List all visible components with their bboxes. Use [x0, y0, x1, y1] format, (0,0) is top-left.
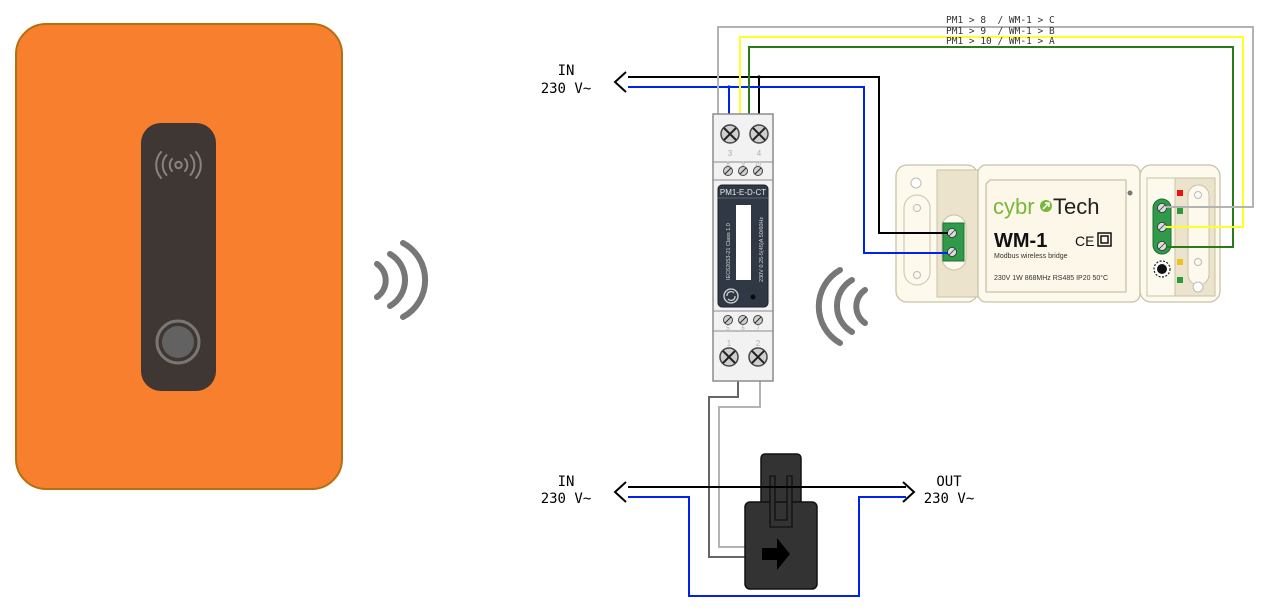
- bridge-specs: 230V 1W 868MHz RS485 IP20 50°C: [994, 274, 1108, 282]
- bottom-out-label: OUT: [936, 474, 962, 490]
- current-transformer: [628, 453, 906, 590]
- ce-mark: CE: [1075, 233, 1094, 249]
- wireless-signal-left-icon: [815, 267, 868, 346]
- meter-model: PM1-E-D-CT: [720, 188, 766, 197]
- ct-direction-arrow-icon: [762, 538, 790, 570]
- meter-led: [750, 294, 756, 300]
- round-button-icon[interactable]: [155, 319, 201, 365]
- arrow-in-top-icon: [613, 71, 627, 93]
- arrow-in-bottom-icon: [613, 481, 627, 503]
- led-green-2: [1177, 277, 1183, 283]
- connector-arrows: [613, 71, 916, 503]
- wire-ct-dark: [708, 380, 750, 558]
- wireless-signal-right-icon: [374, 240, 429, 320]
- led-red: [1177, 190, 1183, 196]
- meter-spec-left: IEC62053-21 Class 1.0: [726, 223, 732, 280]
- bottom-out-voltage: 230 V~: [924, 491, 975, 507]
- brand-arrow-icon: [1040, 200, 1052, 212]
- rfid-signal-icon: [155, 151, 202, 179]
- small-terminals-bottom: [723, 315, 763, 325]
- terminal-2: [748, 347, 768, 367]
- power-meter: 3 4 8 9 10 PM1-E-D-CT IEC62053-21 Class …: [712, 113, 774, 382]
- top-in-label: IN: [558, 63, 575, 79]
- bridge-brand-a: cybr: [993, 194, 1035, 219]
- charger-panel: [141, 123, 216, 391]
- meter-spec-right: 230V 0.25-5(45)A 50/60Hz: [759, 217, 765, 282]
- wire-label-c: PM1 > 8 / WM-1 > C: [946, 15, 1055, 26]
- meter-display: [736, 205, 751, 280]
- bridge-brand-b: Tech: [1053, 194, 1099, 219]
- terminal-label-8: 8: [726, 162, 730, 168]
- bridge-screw-r: [1157, 203, 1167, 251]
- led-green-1: [1177, 208, 1183, 214]
- double-insulation-icon: [1097, 232, 1112, 247]
- terminal-label-9: 9: [741, 162, 745, 168]
- terminal-label-3: 3: [728, 149, 733, 158]
- terminal-label-4: 4: [757, 149, 762, 158]
- arrow-out-bottom-icon: [902, 481, 916, 503]
- wire-ct-light: [718, 380, 761, 548]
- bridge-description: Modbus wireless bridge: [994, 253, 1068, 260]
- wire-label-a: PM1 > 10 / WM-1 > A: [946, 36, 1055, 47]
- terminal-label-10: 10: [755, 162, 762, 168]
- wire-label-b: PM1 > 9 / WM-1 > B: [946, 26, 1055, 37]
- wire-neutral-through: [628, 496, 906, 597]
- top-in-voltage: 230 V~: [541, 81, 592, 97]
- meter-logo-icon: [723, 288, 739, 304]
- pair-button-icon[interactable]: [1153, 260, 1171, 278]
- wm1-bridge: cybr Tech WM-1 CE Modbus wireless bridge…: [864, 164, 1253, 303]
- led-yellow: [1177, 259, 1183, 265]
- terminal-label-2: 2: [756, 339, 761, 348]
- terminal-4: [749, 124, 769, 144]
- terminal-label-7: 7: [756, 326, 760, 332]
- terminal-label-6: 6: [741, 326, 745, 332]
- bottom-in-label: IN: [558, 474, 575, 490]
- terminal-label-5: 5: [726, 326, 730, 332]
- terminal-3: [720, 124, 740, 144]
- bridge-model: WM-1: [994, 230, 1047, 252]
- bottom-in-voltage: 230 V~: [541, 491, 592, 507]
- ev-charger: [15, 23, 343, 490]
- small-terminals-top: [723, 166, 763, 176]
- bridge-screw-l: [947, 228, 957, 257]
- ct-slot: [769, 475, 793, 528]
- terminal-label-1: 1: [727, 339, 732, 348]
- terminal-1: [719, 347, 739, 367]
